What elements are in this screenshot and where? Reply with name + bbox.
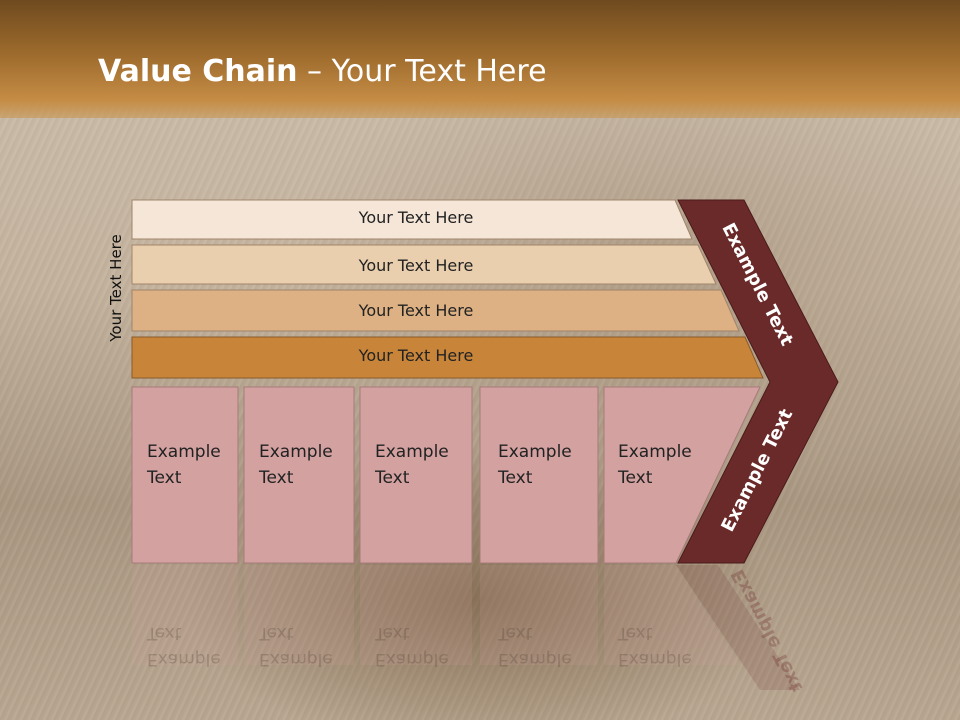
box-3-line1: Example	[375, 442, 449, 462]
title-bar	[0, 0, 960, 118]
reflection	[132, 565, 800, 690]
box-1-shape	[131, 386, 239, 564]
box-2-shape	[243, 386, 355, 564]
title-rest: – Your Text Here	[297, 54, 547, 89]
box-2-line2: Text	[259, 468, 294, 488]
box-4-line1: Example	[498, 442, 572, 462]
band-2-shape	[131, 244, 717, 285]
box-5-shape	[603, 386, 761, 564]
band-1-shape	[131, 199, 693, 240]
band-4-shape	[131, 336, 764, 379]
band-4-label: Your Text Here	[358, 346, 474, 365]
box-4-shape	[479, 386, 599, 564]
band-3-label: Your Text Here	[358, 301, 474, 320]
band-2-label: Your Text Here	[358, 256, 474, 275]
box-3-shape	[359, 386, 473, 564]
title-bold: Value Chain	[98, 54, 298, 89]
box-5-line2: Text	[618, 468, 653, 488]
box-5-line1: Example	[618, 442, 692, 462]
box-2-line1: Example	[259, 442, 333, 462]
band-3-shape	[131, 289, 740, 332]
box-1-line1: Example	[147, 442, 221, 462]
box-3-line2: Text	[375, 468, 410, 488]
chevron-arrow	[677, 199, 839, 564]
slide-title: Value Chain – Your Text Here	[98, 54, 547, 89]
band-1-label: Your Text Here	[358, 208, 474, 227]
box-1-line2: Text	[147, 468, 182, 488]
box-4-line2: Text	[498, 468, 533, 488]
